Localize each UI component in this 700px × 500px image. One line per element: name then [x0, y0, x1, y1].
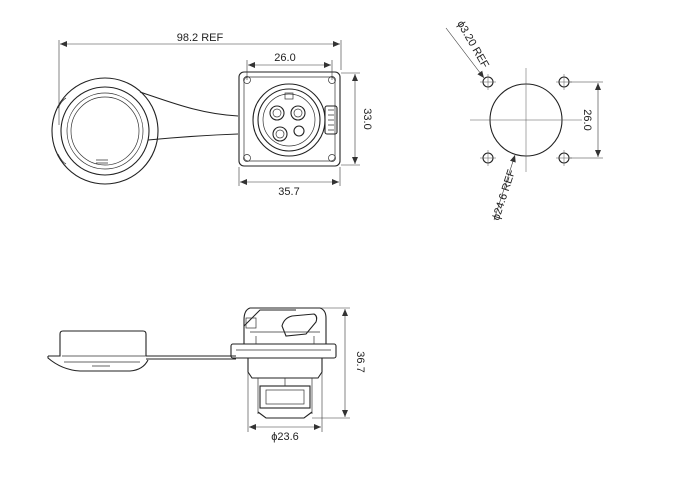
body-diameter-label: ϕ23.6 — [271, 431, 299, 443]
strap-and-flange-side — [146, 343, 337, 360]
dim-cutout-diameter: ϕ24.6 REF — [490, 154, 518, 222]
overall-depth-label: 36.7 — [354, 351, 366, 372]
dust-cap-side — [47, 330, 149, 372]
cutout-diameter-label: ϕ24.6 REF — [490, 168, 518, 222]
front-view: 98.2 REF 26.0 33.0 35.7 — [51, 32, 373, 198]
side-view: 36.7 ϕ23.6 — [47, 307, 366, 443]
dim-overall-length: 98.2 REF — [58, 32, 342, 125]
dim-overall-depth: 36.7 — [312, 307, 366, 419]
dim-flange-width: 35.7 — [238, 167, 341, 198]
cutout-spacing-label: 26.0 — [581, 109, 593, 130]
flange-width-label: 35.7 — [278, 186, 299, 198]
flange-height-label: 33.0 — [361, 108, 373, 129]
connector-flange — [238, 71, 341, 167]
panel-cutout-view: ϕ3.20 REF 26.0 ϕ24.6 REF — [445, 19, 603, 222]
dim-hole-diameter: ϕ3.20 REF — [445, 19, 491, 79]
receptacle-housing-side — [243, 307, 327, 344]
dust-cap — [51, 77, 159, 185]
overall-length-label: 98.2 REF — [177, 32, 224, 44]
hole-spacing-label: 26.0 — [274, 52, 295, 64]
dim-body-diameter: ϕ23.6 — [247, 372, 323, 443]
dim-flange-height: 33.0 — [341, 72, 373, 166]
tether-strap — [96, 91, 239, 164]
mounting-holes — [480, 74, 572, 166]
receptacle-body-side — [247, 358, 323, 419]
dim-cutout-spacing: 26.0 — [570, 81, 603, 159]
dim-hole-spacing: 26.0 — [246, 52, 333, 80]
